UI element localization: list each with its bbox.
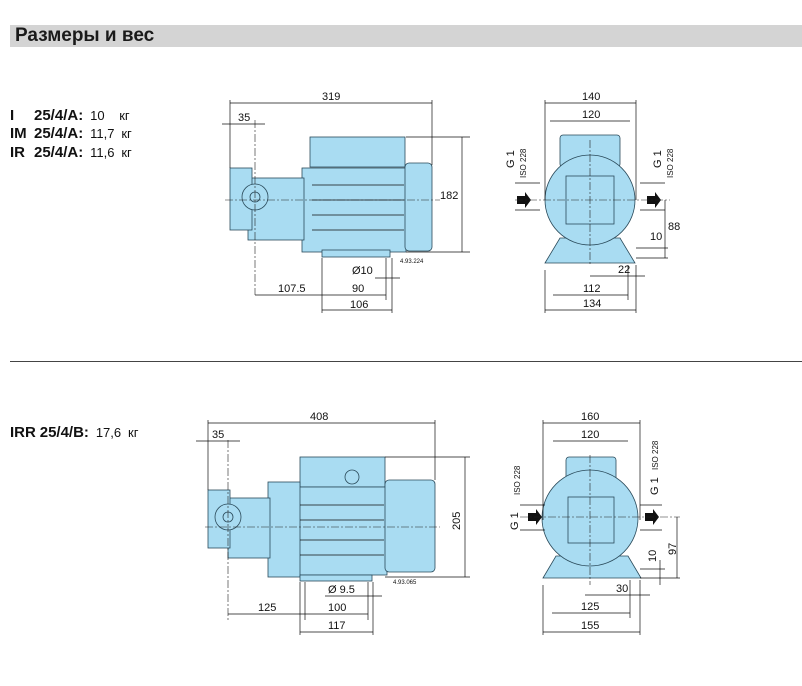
- dim-foot-height: 10: [647, 550, 659, 562]
- model-name: IR: [10, 144, 25, 161]
- dim-foot-length: 106: [350, 299, 368, 311]
- dim-overall-length: 408: [310, 411, 328, 423]
- model-code: 25/4/A:: [34, 107, 84, 124]
- inlet-arrow-icon: [517, 192, 531, 208]
- port-left-label: G 1: [505, 150, 517, 168]
- model-name: I: [10, 107, 15, 124]
- weight-row: IM 25/4/A: 11,7 кг: [10, 124, 132, 143]
- dim-foot-span: 125: [581, 601, 599, 613]
- weight-value: 17,6: [95, 425, 122, 440]
- dim-height: 182: [440, 190, 458, 202]
- dim-height: 205: [451, 512, 463, 530]
- model-code: 25/4/B:: [39, 424, 89, 441]
- weight-unit: кг: [121, 126, 132, 141]
- dim-base-width: 134: [583, 298, 601, 310]
- dim-foot-span: 90: [352, 283, 364, 295]
- dim-to-foot: 107.5: [278, 283, 306, 295]
- port-left-label: G 1: [509, 512, 521, 530]
- dim-offset: 35: [212, 429, 224, 441]
- pump-b-front-view: 160 120 G 1 ISO 228 G 1 ISO 228 97 10 30…: [509, 411, 680, 635]
- dim-foot-height: 10: [650, 231, 662, 243]
- weight-row: IR 25/4/A: 11,6 кг: [10, 143, 132, 162]
- weight-unit: кг: [119, 108, 130, 123]
- pump-a-side-view: 319 35 182 Ø10 4.93.224 107.5 90 106: [222, 91, 470, 313]
- model-code: 25/4/A:: [34, 125, 84, 142]
- port-left-standard: ISO 228: [513, 465, 522, 495]
- dim-axis-height: 88: [668, 221, 680, 233]
- dim-overall-length: 319: [322, 91, 340, 103]
- dim-to-foot: 125: [258, 602, 276, 614]
- section-header: Размеры и вес: [10, 25, 802, 47]
- dim-inner-width: 120: [581, 429, 599, 441]
- drawing-ref: 4.93.224: [400, 259, 424, 265]
- pump-a-front-view: 140 120 G 1 ISO 228 G 1 ISO 228 88 10 22…: [505, 91, 680, 313]
- weight-unit: кг: [128, 425, 139, 440]
- weight-row: I 25/4/A: 10 кг: [10, 106, 130, 125]
- outlet-arrow-icon: [647, 192, 661, 208]
- model-name: IRR: [10, 424, 36, 441]
- dim-offset: 35: [238, 112, 250, 124]
- dim-foot-length: 117: [328, 620, 346, 632]
- model-name: IM: [10, 125, 27, 142]
- port-right-standard: ISO 228: [651, 440, 660, 470]
- dim-foot-width: 30: [616, 583, 628, 595]
- dim-foot-hole: Ø 9.5: [328, 584, 355, 596]
- port-left-standard: ISO 228: [519, 148, 528, 178]
- dim-foot-span: 112: [583, 283, 601, 295]
- section-divider: [10, 361, 802, 362]
- page-title: Размеры и вес: [15, 25, 155, 46]
- model-code: 25/4/A:: [34, 144, 84, 161]
- port-right-label: G 1: [652, 150, 664, 168]
- dim-foot-width: 22: [618, 264, 630, 276]
- dim-width: 140: [582, 91, 600, 103]
- dim-foot-hole: Ø10: [352, 265, 373, 277]
- weight-value: 11,7: [90, 126, 115, 141]
- weight-value: 11,6: [90, 145, 115, 160]
- port-right-standard: ISO 228: [666, 148, 675, 178]
- dim-axis-height: 97: [667, 543, 679, 555]
- port-right-label: G 1: [649, 477, 661, 495]
- dim-width: 160: [581, 411, 599, 423]
- drawing-ref: 4.93.065: [393, 580, 417, 586]
- dim-foot-span: 100: [328, 602, 346, 614]
- weight-row: IRR 25/4/B: 17,6 кг: [10, 423, 138, 442]
- weight-unit: кг: [121, 145, 132, 160]
- dim-base-width: 155: [581, 620, 599, 632]
- pump-b-side-view: 408 35 205 Ø 9.5 4.93.065 125 100 117: [196, 411, 470, 635]
- dim-inner-width: 120: [582, 109, 600, 121]
- weight-value: 10: [90, 108, 105, 123]
